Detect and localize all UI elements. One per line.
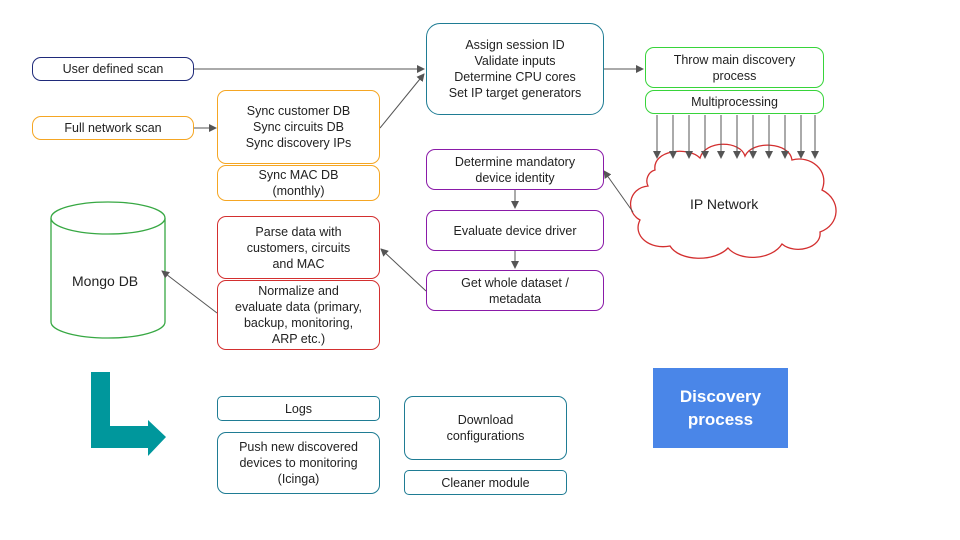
logs-box: Logs: [217, 396, 380, 421]
session-line: Validate inputs: [474, 54, 556, 68]
arrow-sync-to-session: [379, 73, 425, 129]
legend-line: Discovery: [679, 387, 762, 406]
throw-main-discovery-box: Throw main discovery process: [645, 47, 824, 88]
normalize-data-box: Normalize and evaluate data (primary, ba…: [217, 280, 380, 350]
cleaner-module-box: Cleaner module: [404, 470, 567, 495]
download-line: configurations: [446, 429, 525, 443]
session-line: Determine CPU cores: [454, 70, 576, 84]
normalize-line: Normalize and: [258, 284, 339, 298]
sync-databases-box: Sync customer DB Sync circuits DB Sync d…: [217, 90, 380, 164]
sync-line: Sync customer DB: [246, 104, 351, 118]
normalize-line: ARP etc.): [271, 332, 326, 346]
arrow-get-to-parse: [380, 248, 427, 292]
ip-network-label: IP Network: [690, 196, 759, 212]
bent-arrow-icon: [91, 372, 166, 456]
normalize-line: evaluate data (primary,: [235, 300, 362, 314]
session-line: Set IP target generators: [448, 86, 582, 100]
evaluate-label: Evaluate device driver: [453, 223, 577, 238]
mongo-db-label: Mongo DB: [72, 273, 139, 289]
evaluate-driver-box: Evaluate device driver: [426, 210, 604, 251]
download-configurations-box: Download configurations: [404, 396, 567, 460]
session-setup-box: Assign session ID Validate inputs Determ…: [426, 23, 604, 115]
push-line: devices to monitoring: [239, 456, 358, 470]
sync-line: Sync circuits DB: [253, 120, 344, 134]
determine-identity-box: Determine mandatory device identity: [426, 149, 604, 190]
parse-data-box: Parse data with customers, circuits and …: [217, 216, 380, 279]
full-network-scan-box: Full network scan: [32, 116, 194, 140]
push-line: (Icinga): [277, 472, 320, 486]
get-dataset-box: Get whole dataset / metadata: [426, 270, 604, 311]
sync-line: Sync discovery IPs: [245, 136, 352, 150]
full-network-scan-label: Full network scan: [64, 121, 162, 135]
arrow-normalize-to-mongo: [161, 270, 218, 314]
download-line: Download: [457, 413, 514, 427]
ip-network-cloud: [630, 143, 837, 259]
sync-mac-line: (monthly): [272, 184, 325, 198]
mongo-db-cylinder: [50, 201, 166, 339]
discovery-process-legend: Discovery process: [653, 368, 788, 448]
sync-mac-line: Sync MAC DB: [258, 168, 339, 182]
determine-line: device identity: [475, 170, 555, 185]
user-defined-scan-box: User defined scan: [32, 57, 194, 81]
get-dataset-line: Get whole dataset /: [461, 275, 569, 290]
legend-line: process: [687, 410, 754, 429]
multiprocessing-label: Multiprocessing: [691, 95, 778, 109]
cleaner-label: Cleaner module: [441, 475, 530, 490]
get-dataset-line: metadata: [488, 291, 542, 306]
push-line: Push new discovered: [239, 440, 358, 454]
push-monitoring-box: Push new discovered devices to monitorin…: [217, 432, 380, 494]
parse-line: Parse data with: [255, 224, 342, 239]
throw-line: Throw main discovery: [673, 52, 796, 67]
normalize-line: backup, monitoring,: [243, 316, 354, 330]
determine-line: Determine mandatory: [454, 154, 576, 169]
multiprocessing-box: Multiprocessing: [645, 90, 824, 114]
user-defined-scan-label: User defined scan: [62, 62, 164, 76]
parse-line: customers, circuits: [246, 240, 351, 255]
logs-label: Logs: [284, 401, 313, 416]
session-line: Assign session ID: [465, 38, 565, 52]
parse-line: and MAC: [272, 256, 325, 271]
arrow-cloud-to-determine: [603, 170, 634, 213]
sync-mac-db-box: Sync MAC DB (monthly): [217, 165, 380, 201]
multiprocessing-arrows: [653, 115, 819, 159]
throw-line: process: [712, 68, 757, 83]
